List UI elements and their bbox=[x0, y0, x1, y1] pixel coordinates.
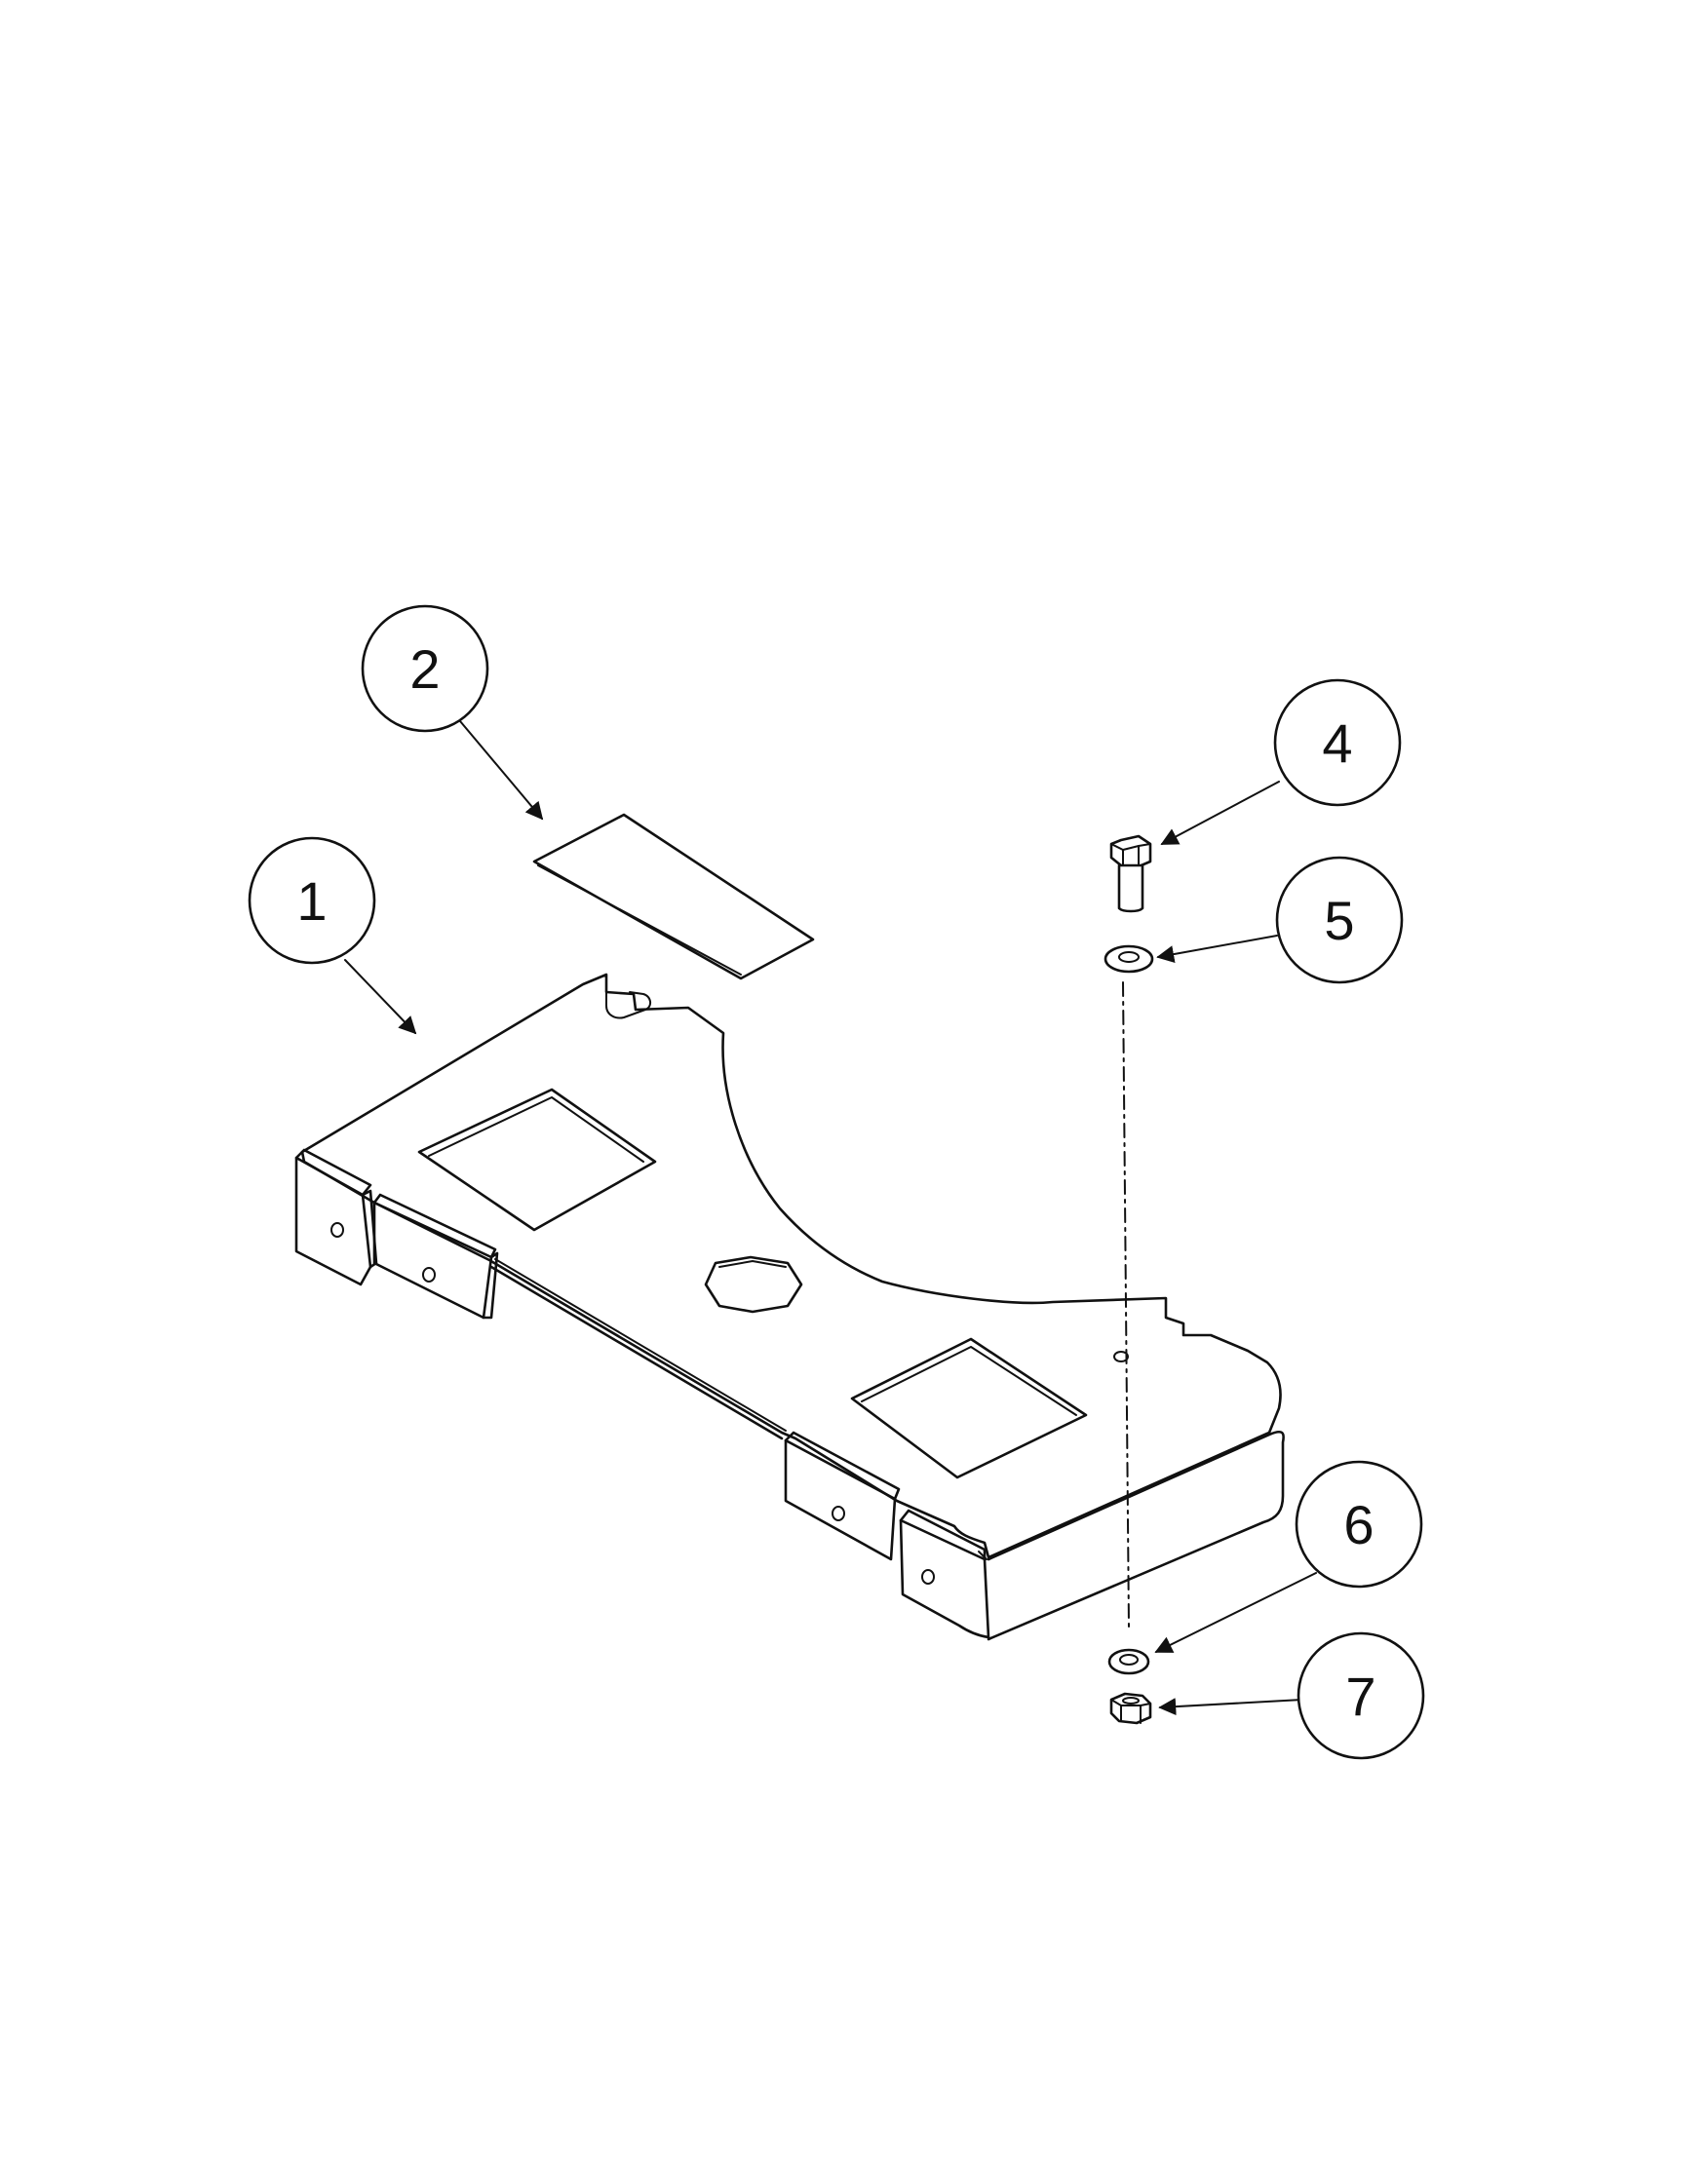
leader-line-2 bbox=[459, 720, 544, 821]
part-2-label-pad bbox=[532, 813, 815, 980]
part-4-hex-bolt bbox=[1109, 834, 1152, 913]
leader-line-7 bbox=[1158, 1698, 1303, 1716]
callout-2-number: 2 bbox=[409, 638, 440, 700]
part-7-hex-nut bbox=[1109, 1692, 1152, 1725]
callout-7-number: 7 bbox=[1345, 1666, 1375, 1727]
callout-5-number: 5 bbox=[1324, 890, 1354, 951]
part-5-washer bbox=[1104, 944, 1154, 974]
callout-5: 5 bbox=[1275, 856, 1404, 984]
leader-line-4 bbox=[1160, 781, 1280, 845]
leader-line-5 bbox=[1156, 935, 1278, 963]
callout-2: 2 bbox=[361, 604, 489, 733]
leader-line-6 bbox=[1154, 1572, 1317, 1653]
callout-4: 4 bbox=[1273, 678, 1402, 807]
callout-1-number: 1 bbox=[296, 870, 327, 932]
callout-7: 7 bbox=[1297, 1631, 1425, 1760]
assembly-centerline bbox=[1122, 981, 1130, 1628]
callout-1: 1 bbox=[248, 836, 376, 965]
callout-4-number: 4 bbox=[1322, 712, 1352, 774]
part-6-lock-washer bbox=[1107, 1648, 1150, 1675]
leader-line-1 bbox=[344, 959, 417, 1035]
callout-6-number: 6 bbox=[1343, 1494, 1374, 1555]
callout-6: 6 bbox=[1295, 1460, 1423, 1589]
part-1-mounting-plate bbox=[294, 973, 1285, 1641]
